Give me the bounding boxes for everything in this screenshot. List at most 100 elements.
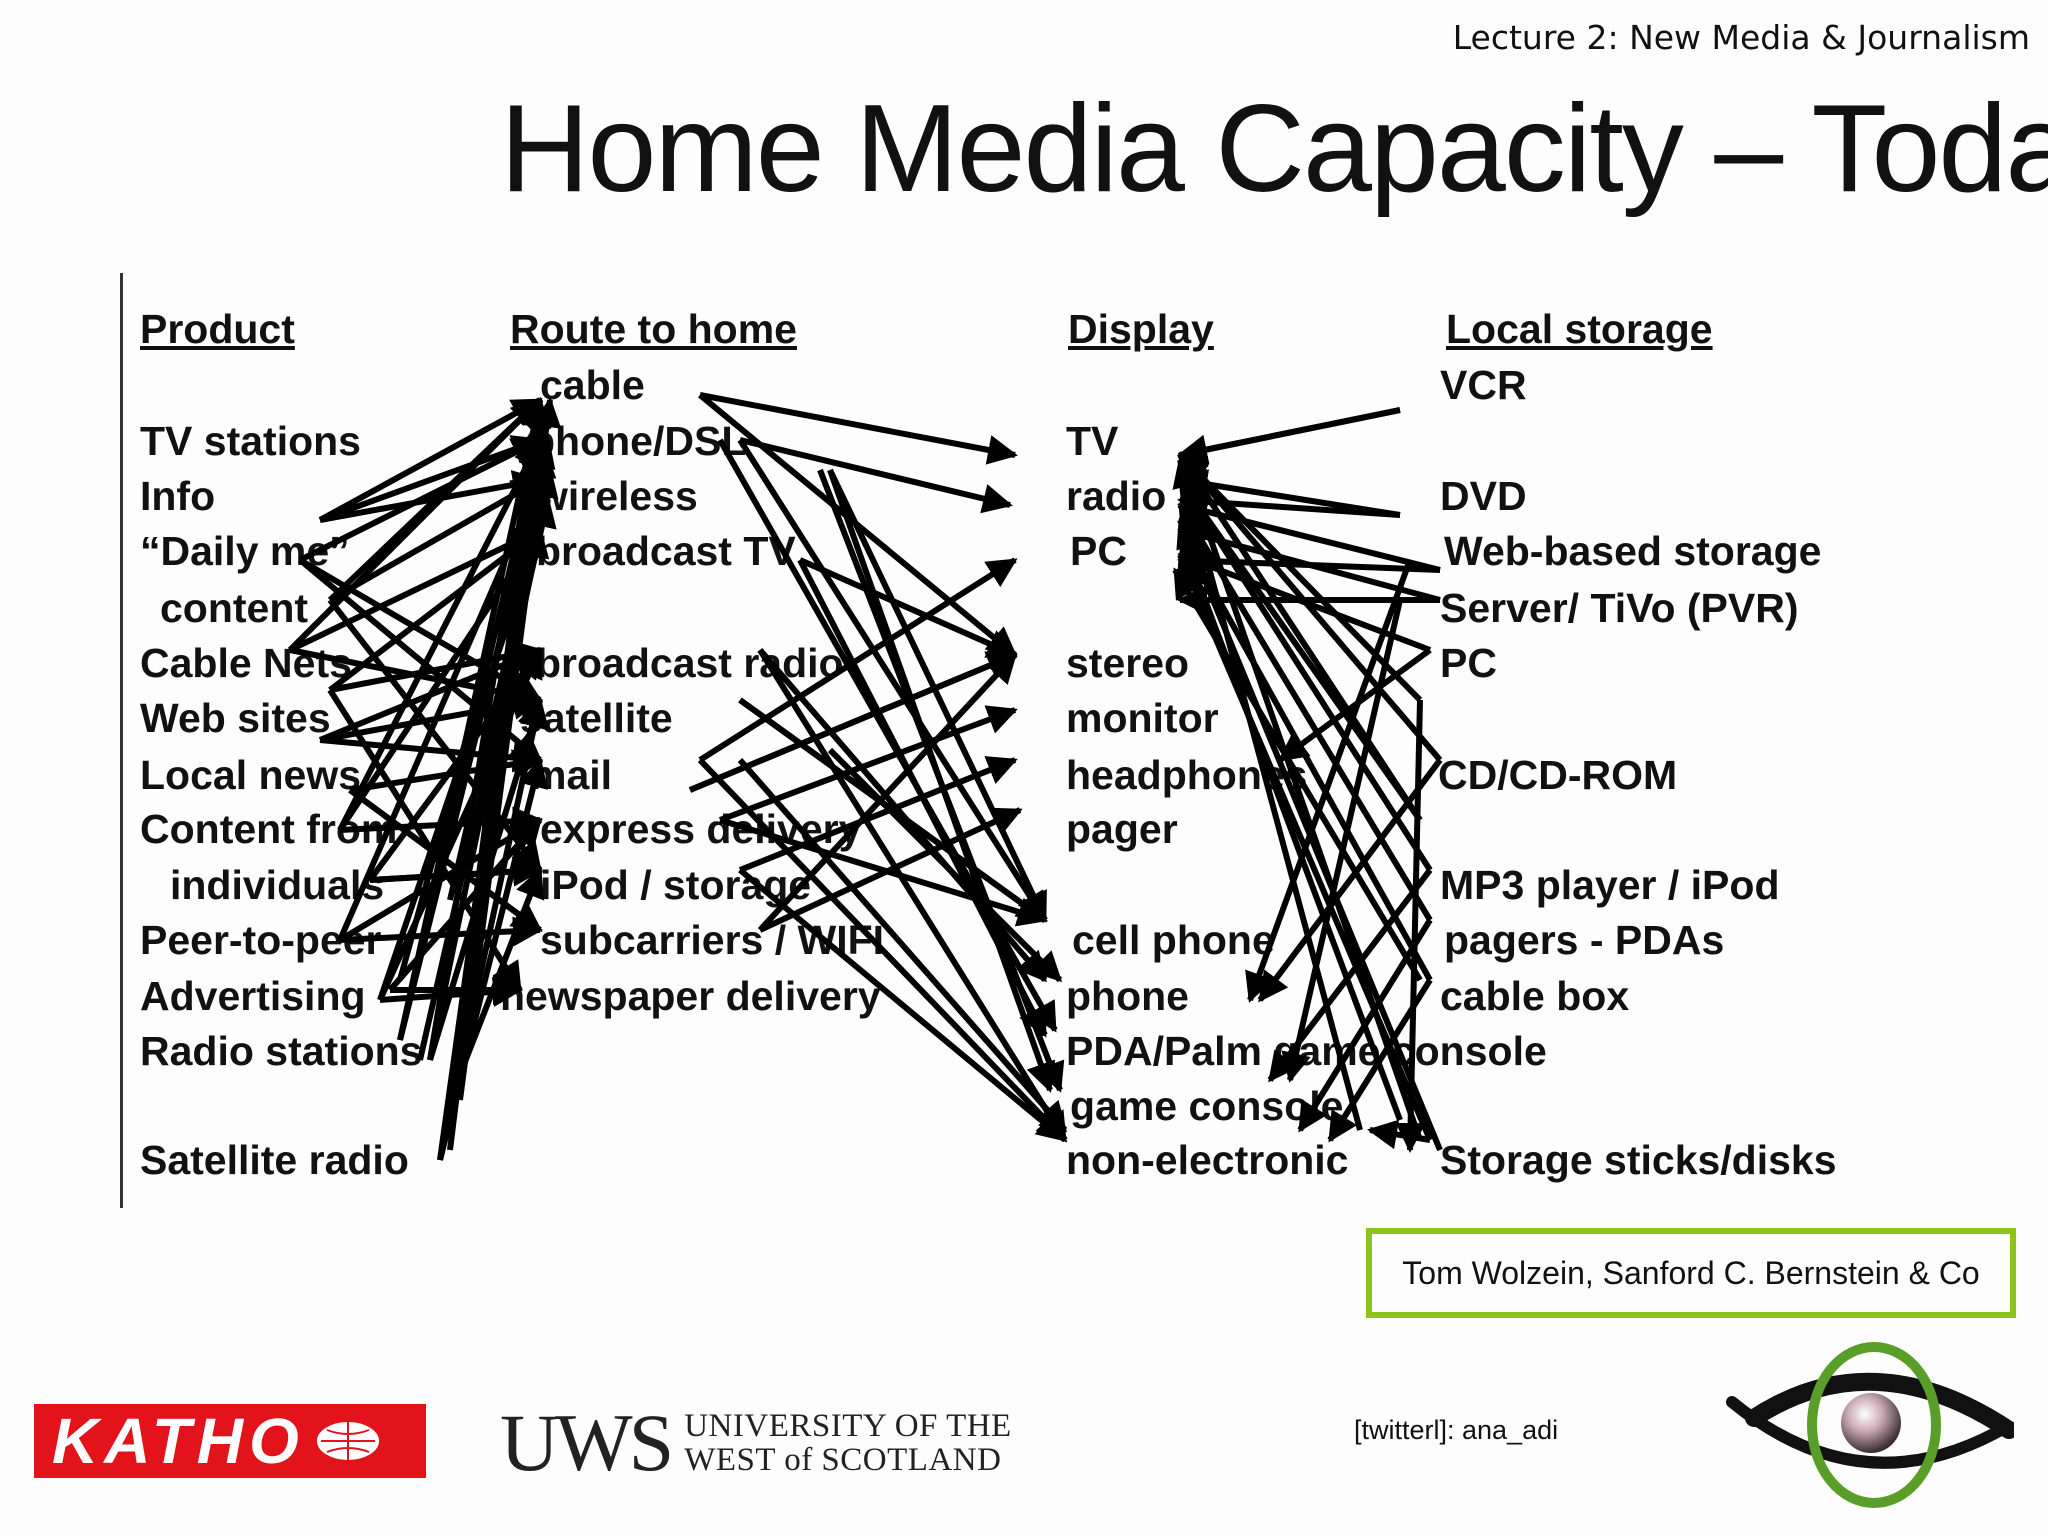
storage-item: CD/CD-ROM [1438,752,1678,798]
connection-arrow [1177,452,1423,703]
route-item: cable [540,362,645,408]
connection-arrow [319,690,543,743]
display-item: phone [1066,973,1189,1019]
connection-arrow [1177,522,1441,603]
display-item: stereo [1066,640,1190,686]
route-item: express delivery [540,806,862,852]
storage-header: Local storage [1446,306,1713,352]
storage-item: cable box [1440,973,1630,1019]
route-item: broadcast TV [536,528,796,574]
twitter-handle: [twitterl]: ana_adi [1354,1415,1559,1445]
display-item: monitor [1066,695,1219,741]
route-item: phone/DSL [530,418,747,464]
display-item: cell phone [1072,917,1275,963]
uws-name-line2: WEST of SCOTLAND [684,1442,1002,1478]
connection-arrow [329,640,543,693]
connection-arrow [827,468,1048,923]
connection-arrow [447,467,559,901]
storage-item: VCR [1440,362,1527,408]
route-item: newspaper delivery [500,973,881,1019]
connection-arrow [1177,546,1441,577]
product-item: TV stations [140,418,361,464]
connection-arrow [379,976,523,1007]
connection-arrow [327,397,543,603]
display-item: radio [1066,473,1167,519]
connection-arrow [1281,599,1403,1083]
product-item: Content from [140,806,398,852]
display-item: TV [1066,418,1119,464]
product-header: Product [140,306,295,352]
connection-arrow [319,470,543,523]
route-item: subcarriers / WIFI [540,917,885,963]
connection-arrow [739,437,1013,514]
uws-monogram: UWS [500,1397,674,1488]
connection-arrow [387,817,543,992]
route-item: mail [530,752,613,798]
product-item: Info [140,473,216,519]
product-item: Cable Nets [140,640,352,686]
uws-name-line1: UNIVERSITY OF THE [684,1408,1012,1444]
connection-arrow [437,437,552,1161]
connection-arrow [1177,407,1401,465]
product-item: Advertising [140,973,366,1019]
connection-arrow [1177,486,1401,518]
globe-icon [314,1420,381,1462]
product-item: Local news [140,752,362,798]
storage-item: Web-based storage [1444,528,1822,574]
connection-arrow [1177,407,1401,465]
connection-arrow [397,477,549,1041]
display-item: PC [1070,528,1127,574]
product-item: individuals [170,862,385,908]
storage-item: pagers - PDAs [1444,917,1725,963]
product-item: Web sites [140,695,331,741]
display-item: non-electronic [1066,1137,1349,1183]
route-item: wireless [536,473,698,519]
storage-item: MP3 player / iPod [1440,862,1780,908]
route-item: iPod / storage [540,862,812,908]
lecture-label: Lecture 2: New Media & Journalism [1452,18,2030,57]
display-item: game console [1070,1083,1344,1129]
connection-arrow [369,856,543,887]
connection-arrow [328,527,543,693]
storage-item: PC [1440,640,1497,686]
eye-logo-icon [1726,1342,2014,1508]
display-item: headphones [1066,752,1308,798]
uws-name: UNIVERSITY OF THE WEST of SCOTLAND [684,1409,1012,1477]
uws-logo: UWS UNIVERSITY OF THE WEST of SCOTLAND [500,1396,1012,1490]
connection-arrow [1177,452,1443,762]
product-item: Peer-to-peer [140,917,382,963]
route-header: Route to home [510,306,797,352]
citation-box: Tom Wolzein, Sanford C. Bernstein & Co [1366,1228,2016,1318]
storage-item: DVD [1440,473,1527,519]
connection-arrow [377,647,543,1002]
connection-arrow [397,437,549,1041]
connection-arrow [337,437,543,832]
connection-arrow [1177,469,1401,518]
connection-arrow [718,705,1018,823]
connection-arrow [437,757,549,1161]
connection-arrow [318,646,543,743]
product-item: content [160,585,309,631]
connection-arrow [369,856,543,887]
connection-arrow [1277,647,1432,763]
connection-arrow [1367,1119,1431,1150]
storage-item: Server/ TiVo (PVR) [1440,585,1799,631]
connection-arrow [447,417,552,1151]
connection-arrow [377,527,546,1001]
connection-arrow [337,527,543,832]
diagram-left-border [120,273,123,1208]
connection-arrow [699,392,1018,465]
connection-arrow [397,397,549,1041]
product-item: “Daily me” [140,528,350,574]
connection-arrow [698,392,1018,658]
display-header: Display [1068,306,1214,352]
connection-arrow [1395,699,1426,1153]
katho-wordmark: KATHO [52,1405,305,1477]
storage-item: Storage sticks/disks [1440,1137,1837,1183]
connection-arrow [1177,477,1433,872]
slide-title: Home Media Capacity – Today [500,80,2048,218]
connection-arrow [328,477,543,603]
connection-arrow [1177,550,1432,653]
route-item: broadcast radio [536,640,844,686]
route-item: satellite [520,695,673,741]
